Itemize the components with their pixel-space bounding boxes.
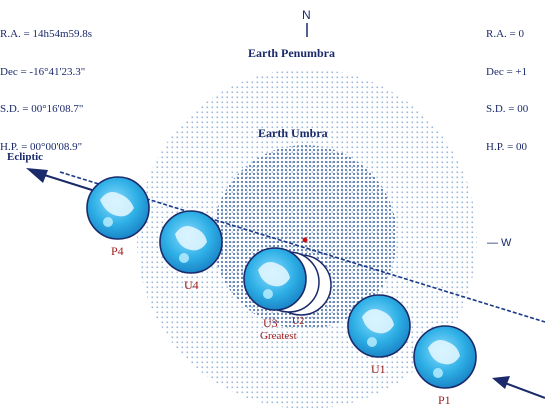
moon-u1 [347,294,411,358]
shadow-hp: H.P. = 00 [486,140,528,153]
north-label: N [302,8,311,22]
moon-coordinates: R.A. = 14h54m59.8s Dec = -16°41'23.3" S.… [0,3,92,178]
ecliptic-label: Ecliptic [7,151,44,163]
shadow-coordinates: R.A. = 0 Dec = +1 S.D. = 00 H.P. = 00 [486,3,528,178]
moon-p4 [86,176,150,240]
moon-u4 [159,210,223,274]
label-u2: U2 [292,316,305,327]
moon-ra: R.A. = 14h54m59.8s [0,28,93,40]
shadow-ra: R.A. = 0 [486,28,524,40]
moon-sd: S.D. = 00°16'08.7" [0,103,84,115]
label-p4: P4 [111,244,124,258]
moon-dec: Dec = -16°41'23.3" [0,65,86,78]
shadow-center-mark [302,237,308,243]
moon-u3 [243,247,307,311]
ecliptic-arrow-shaft [37,172,93,191]
label-u1: U1 [371,362,386,376]
ecliptic-arrow-head [26,168,48,183]
moon-hp: H.P. = 00°00'08.9" [0,140,83,153]
label-u3: U3 [263,316,278,330]
moon-path-arrow-head [492,376,510,389]
label-u4: U4 [184,278,199,292]
penumbra-label: Earth Penumbra [248,46,335,60]
moon-path-arrow-shaft [504,382,545,399]
label-p1: P1 [438,393,451,407]
shadow-dec: Dec = +1 [486,65,528,78]
west-label: — W [487,237,512,249]
moon-p1 [413,325,477,389]
shadow-sd: S.D. = 00 [486,103,529,115]
label-greatest: Greatest [260,330,297,342]
umbra-label: Earth Umbra [258,126,328,140]
